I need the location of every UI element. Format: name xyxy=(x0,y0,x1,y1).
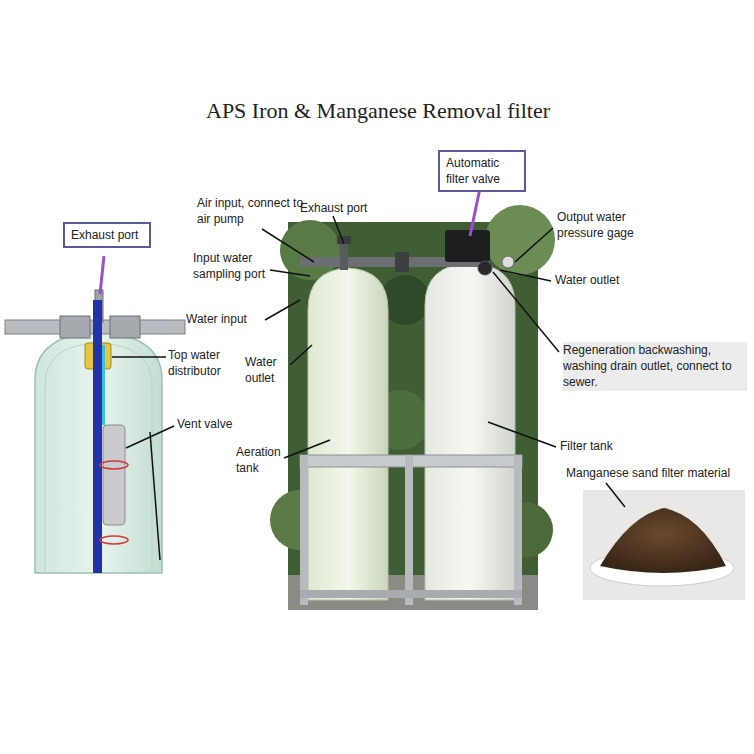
part-label: Water outlet xyxy=(245,354,289,386)
part-label: Aeration tank xyxy=(236,444,284,476)
callout-box: Automatic filter valve xyxy=(438,150,526,192)
part-label: Filter tank xyxy=(560,438,644,454)
callout-box: Exhaust port xyxy=(63,222,151,248)
part-label: Water outlet xyxy=(555,272,639,288)
part-label: Top water distributor xyxy=(168,347,236,379)
part-label: Vent valve xyxy=(177,416,249,432)
callout-text: Automatic filter valve xyxy=(446,155,518,187)
part-label: Regeneration backwashing, washing drain … xyxy=(563,342,747,391)
part-label: Air input, connect to air pump xyxy=(197,195,305,227)
diagram-title: APS Iron & Manganese Removal filter xyxy=(206,98,550,124)
callout-text: Exhaust port xyxy=(71,227,143,243)
part-label: Output water pressure gage xyxy=(557,209,657,241)
part-label: Water input xyxy=(186,311,266,327)
part-label: Exhaust port xyxy=(300,200,380,216)
part-label: Input water sampling port xyxy=(193,250,279,282)
part-label: Manganese sand filter material xyxy=(566,465,748,481)
